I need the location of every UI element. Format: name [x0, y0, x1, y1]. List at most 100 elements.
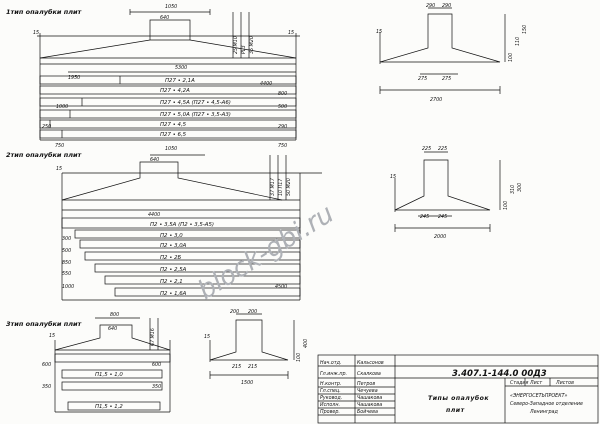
s2-dim-d4: 550 [62, 271, 71, 277]
s2-plate-1: П2 • 3,0 [160, 233, 183, 239]
s1-dim-h1: 25 М10 [233, 36, 239, 54]
s1-dim-top: 1050 [165, 4, 177, 10]
role-6: Провер. [320, 409, 340, 415]
doc-name-line2: плит [446, 407, 465, 414]
s2-dim-d7: 4500 [275, 284, 287, 290]
s2-dim-h1: 37 М17 [270, 178, 276, 196]
section-2-title: 2тип опалубки плит [6, 151, 83, 159]
s2-dim-h3: 50 М20 [286, 178, 292, 196]
s2-dim-d5: 850 [62, 260, 71, 266]
s1-dim-slope-right: 15 [288, 30, 294, 36]
s1-dim-cap: 640 [160, 15, 169, 21]
s1-dim-d2: 1950 [68, 75, 80, 81]
s1-dim-h2: PL3 [241, 45, 247, 54]
s1p-h1: 100 [508, 53, 514, 62]
s3-plate-1: П1,5 • 1,2 [95, 404, 123, 410]
s1-dim-d3: 4400 [260, 81, 272, 87]
s2p-b: 225 [438, 146, 447, 152]
s2p-h1: 100 [503, 201, 509, 210]
s3p-a: 200 [230, 309, 239, 315]
s1-dim-d4: 800 [278, 91, 287, 97]
role-0: Нач.отд. [320, 360, 341, 366]
s1p-h2: 110 [515, 37, 521, 46]
s2-dim-cap: 640 [150, 157, 159, 163]
s1p-a: 290 [426, 3, 435, 9]
doc-code: 3.407.1-144.0 00Д3 [452, 369, 547, 379]
s2-plate-2: П2 • 3,0А [160, 243, 187, 249]
s1p-slope: 15 [376, 29, 382, 35]
s1-dim-d8: 290 [278, 124, 287, 130]
s3-dim-d4: 350 [152, 384, 161, 390]
s1p-h3: 150 [522, 25, 528, 34]
title-block-frame [317, 354, 599, 424]
section-3-title: 3тип опалубки плит [6, 320, 83, 328]
s1-dim-d5: 1000 [56, 104, 68, 110]
s2p-h2: 310 [510, 185, 516, 194]
s2-plate-6: П2 • 1,6А [160, 291, 187, 297]
s2p-a: 225 [422, 146, 431, 152]
section-2-profile [394, 151, 501, 232]
person-0: Кальсонов [357, 360, 384, 366]
s2-dim-d3: 500 [62, 248, 71, 254]
s3-dim-slope: 15 [49, 333, 55, 339]
s2p-slope: 15 [390, 174, 396, 180]
s1-dim-h3: 35 М20 [249, 36, 255, 54]
col-stage: Стадия [510, 380, 529, 386]
s3p-b: 200 [248, 309, 257, 315]
s1-dim-slope-left: 15 [33, 30, 39, 36]
role-5: Исполн. [320, 402, 340, 408]
s2p-h3: 300 [517, 183, 523, 192]
role-2: Н.контр. [320, 381, 341, 387]
section-2-plan [61, 154, 322, 301]
s1p-b: 290 [442, 3, 451, 9]
s2-plate-5: П2 • 2,1 [160, 279, 183, 285]
col-sheets: Листов [555, 380, 574, 386]
s3-plate-0: П1,5 • 1,0 [95, 372, 123, 378]
person-3: Чечуева [357, 388, 378, 394]
person-2: Петров [357, 381, 375, 387]
section-3-plan [54, 317, 171, 413]
s2-dim-d6: 1000 [62, 284, 74, 290]
role-1: Гл.инж.пр. [320, 371, 347, 377]
s3-dim-d2: 600 [152, 362, 161, 368]
col-sheet: Лист [529, 380, 542, 386]
s3-dim-top: 800 [110, 312, 119, 318]
person-5: Чашакова [357, 402, 382, 408]
person-4: Чашакова [357, 395, 382, 401]
s3-dim-h1: 67 М16 [150, 328, 156, 346]
s3p-slope: 15 [204, 334, 210, 340]
s1-plate-3: П27 • 5,0А (П27 • 3,5-А3) [160, 112, 231, 118]
section-1-title: 1тип опалубки плит [6, 8, 83, 16]
org-line2: Северо-Западное отделение [510, 401, 583, 407]
role-4: Руковод. [320, 395, 342, 401]
s1-dim-d6: 500 [278, 104, 287, 110]
s1-plate-0: П27 • 2,1А [165, 78, 195, 84]
s1-plate-5: П27 • 6,5 [160, 132, 187, 138]
s2-dim-top: 1050 [165, 146, 177, 152]
section-1-plan [37, 9, 300, 141]
s3p-h1: 100 [296, 353, 302, 362]
doc-name-line1: Типы опалубок [428, 394, 489, 402]
s2-dim-h2: 10 П17 [278, 179, 284, 196]
s1-dim-d1: 5300 [175, 65, 187, 71]
person-1: Скалкова [357, 371, 381, 377]
s3p-w: 1500 [241, 380, 253, 386]
section-3-profile [209, 313, 295, 379]
s3-dim-d3: 350 [42, 384, 51, 390]
s3p-c: 215 [232, 364, 241, 370]
s1-dim-d10: 750 [278, 143, 287, 149]
s2p-c: 245 [420, 214, 429, 220]
s1-plate-4: П27 • 4,5 [160, 122, 187, 128]
s1-dim-d7: 250 [42, 124, 51, 130]
s2-dim-d1: 4400 [148, 212, 160, 218]
org-line1: «ЭНЕРГОСЕТЬПРОЕКТ» [510, 393, 568, 399]
s3-dim-cap: 640 [108, 326, 117, 332]
s2p-w: 2000 [434, 234, 446, 240]
watermark: block-gbi.ru [193, 199, 340, 306]
s2p-d: 245 [438, 214, 447, 220]
s1-plate-1: П27 • 4,2А [160, 88, 190, 94]
s1-dim-d9: 750 [55, 143, 64, 149]
person-6: Бойчева [357, 409, 378, 415]
